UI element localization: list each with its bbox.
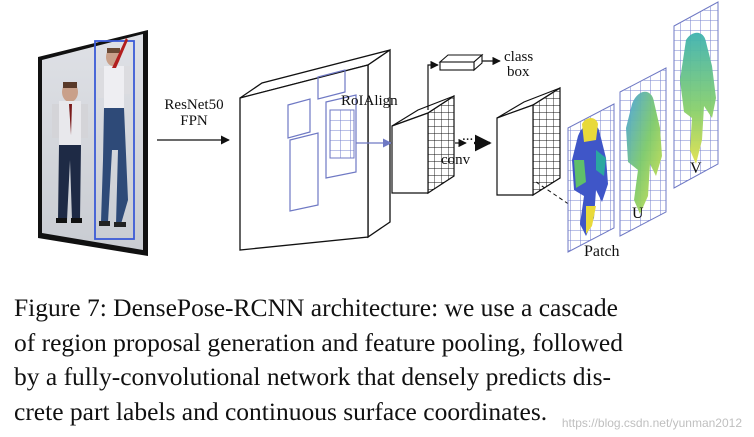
watermark: https://blog.csdn.net/yunman2012: [561, 416, 742, 430]
label-patch: Patch: [584, 243, 620, 260]
class-box-head: [427, 53, 501, 110]
label-v: V: [690, 160, 702, 177]
figure-caption: Figure 7: DensePose-RCNN architecture: w…: [14, 291, 742, 429]
dense-output-block: [496, 86, 561, 197]
caption-line-1: Figure 7: DensePose-RCNN architecture: w…: [14, 293, 618, 322]
caption-line-4: crete part labels and continuous surface…: [14, 396, 548, 426]
backbone-feature-block: [239, 48, 391, 251]
caption-line-2: of region proposal generation and featur…: [14, 327, 623, 357]
v-map: [673, 1, 719, 189]
label-roialign: RoIAlign: [341, 93, 398, 109]
person-right: [94, 38, 135, 240]
label-fpn: FPN: [180, 113, 208, 129]
label-u: U: [632, 205, 644, 222]
label-resnet: ResNet50: [164, 97, 223, 113]
roi-feature-block: [391, 94, 455, 195]
patch-map: [567, 103, 615, 253]
label-class: class: [504, 49, 533, 65]
person-left: [52, 82, 88, 223]
label-ellipsis: ...: [462, 128, 473, 144]
input-image: [38, 30, 148, 256]
u-map: [619, 67, 667, 237]
label-conv: conv: [441, 152, 471, 168]
caption-line-3: by a fully-convolutional network that de…: [14, 362, 611, 391]
region-proposals: [287, 69, 357, 212]
roi-grid: [329, 109, 355, 159]
label-box: box: [507, 64, 530, 80]
